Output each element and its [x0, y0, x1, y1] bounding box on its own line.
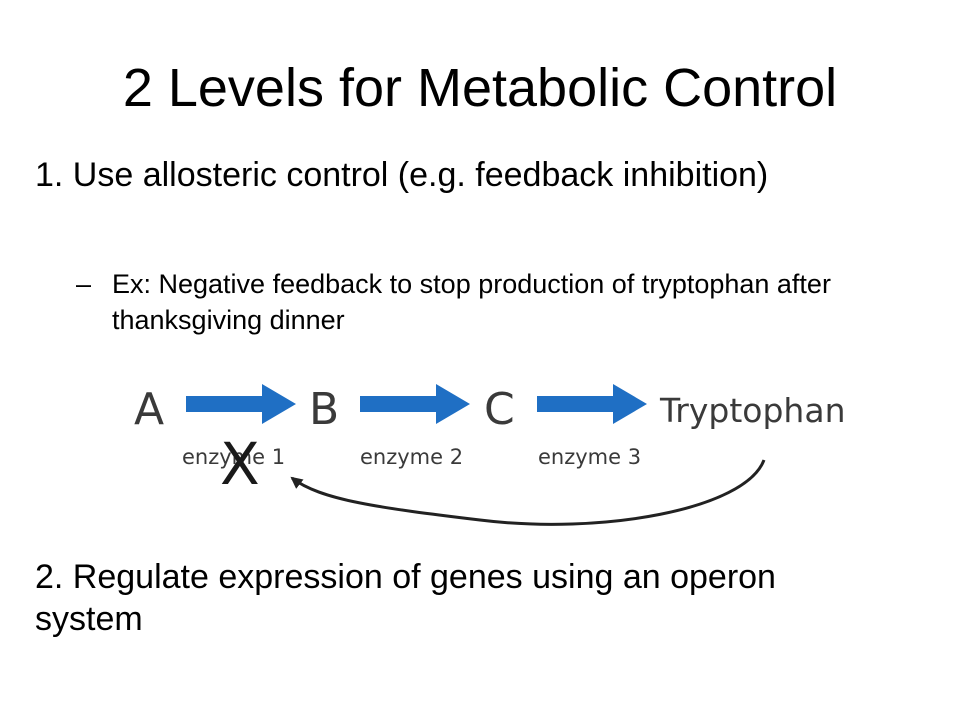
- molecule-a: A: [134, 384, 164, 435]
- enzyme-label-1: enzyme 1: [182, 445, 285, 469]
- sub-bullet-text: Ex: Negative feedback to stop production…: [112, 269, 831, 335]
- slide-title: 2 Levels for Metabolic Control: [122, 58, 838, 118]
- inhibition-x-mark: X: [220, 430, 260, 498]
- molecule-tryptophan: Tryptophan: [659, 391, 845, 430]
- sub-bullet-dash: –: [76, 269, 92, 299]
- enzyme-label-3: enzyme 3: [538, 445, 641, 469]
- enzyme-label-2: enzyme 2: [360, 445, 463, 469]
- feedback-arrow: [290, 459, 766, 526]
- bullet-point-1: 1. Use allosteric control (e.g. feedback…: [35, 156, 769, 194]
- sub-bullet-example: – Ex: Negative feedback to stop producti…: [76, 266, 876, 338]
- reaction-arrow-1: [186, 384, 296, 424]
- molecule-b: B: [309, 384, 339, 435]
- reaction-arrow-3: [537, 384, 647, 424]
- reaction-arrow-2: [360, 384, 470, 424]
- bullet-point-2: 2. Regulate expression of genes using an…: [35, 558, 776, 638]
- molecule-c: C: [484, 384, 515, 435]
